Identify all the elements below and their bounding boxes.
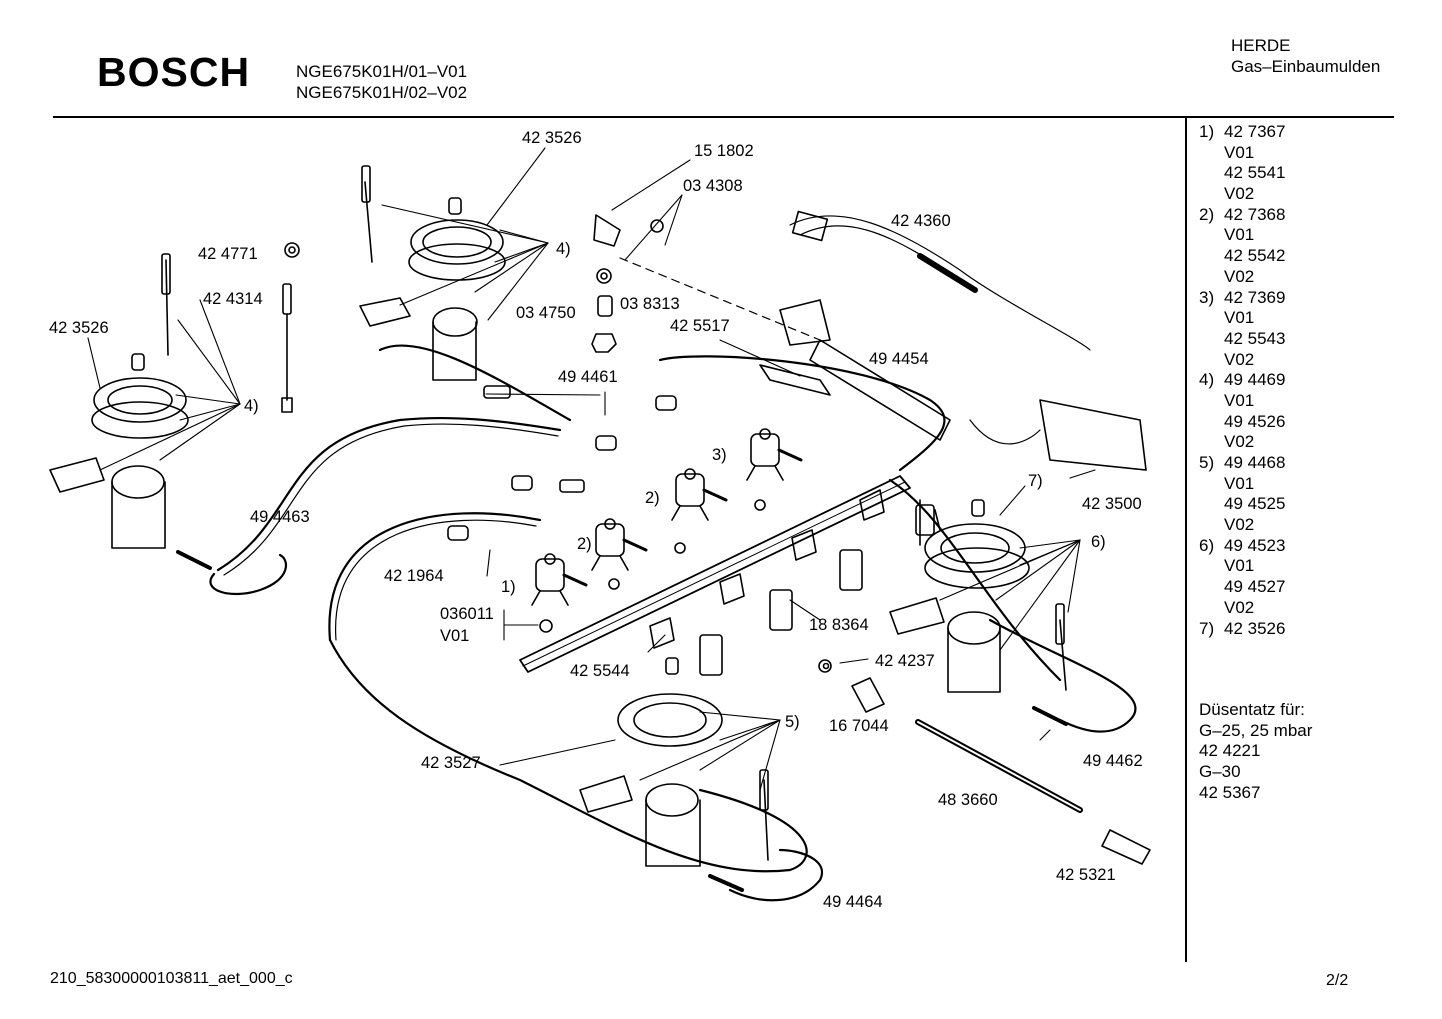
version-label: V01 [440, 627, 469, 645]
nozzle-line: 42 5367 [1199, 782, 1261, 802]
part-label: 03 4308 [683, 177, 743, 195]
part-label: 42 3526 [522, 129, 582, 147]
gas-valves [531, 428, 803, 606]
part-label: 42 4360 [891, 212, 951, 230]
legend-row: 42 5543 [1224, 328, 1286, 348]
legend-row: 3)42 7369 [1199, 287, 1286, 307]
part-label: 42 3500 [1082, 495, 1142, 513]
gas-pipes [209, 344, 1137, 902]
part-label: 16 7044 [829, 717, 889, 735]
nozzle-line: G–25, 25 mbar [1199, 720, 1313, 740]
legend-row: V01 [1224, 556, 1255, 576]
legend-row: V02 [1224, 515, 1255, 535]
subcategory-title: Gas–Einbaumulden [1231, 57, 1381, 76]
part-label: 49 4464 [823, 893, 883, 911]
document-id: 210_58300000103811_aet_000_c [50, 970, 293, 987]
legend-row: 7)42 3526 [1199, 618, 1286, 638]
leader-lines [87, 147, 1096, 791]
nozzle-set-note: Düsentatz für: G–25, 25 mbar 42 4221 G–3… [1199, 700, 1312, 804]
legend-row: 42 5541 [1224, 163, 1286, 183]
legend-row: V02 [1224, 349, 1255, 369]
legend-row: 49 4525 [1224, 494, 1286, 514]
part-label: 49 4454 [869, 350, 929, 368]
model-number-1: NGE675K01H/01–V01 [296, 62, 468, 81]
part-label: 42 4237 [875, 652, 935, 670]
part-label: 42 3527 [421, 754, 481, 772]
part-label: 42 5517 [670, 317, 730, 335]
reference-label: 2) [577, 535, 592, 553]
part-label: 42 5321 [1056, 866, 1116, 884]
gas-manifold-bar [519, 339, 951, 673]
burner-left [49, 253, 293, 549]
legend-row: V01 [1224, 473, 1255, 493]
legend-row: V02 [1224, 266, 1255, 286]
reference-label: 3) [712, 446, 727, 464]
reference-label: 5) [785, 713, 800, 731]
legend-row: 6)49 4523 [1199, 535, 1286, 555]
part-label: 42 4771 [198, 245, 258, 263]
legend-row: V01 [1224, 390, 1255, 410]
thermocouple-and-igniter [176, 550, 1151, 892]
legend-row: V01 [1224, 308, 1255, 328]
category-title: HERDE [1231, 36, 1291, 55]
part-label: 49 4463 [250, 508, 310, 526]
legend-row: 49 4527 [1224, 577, 1286, 597]
exploded-parts-drawing: 42 3526 15 1802 03 4308 42 4360 42 4771 … [49, 129, 1151, 911]
part-label: 18 8364 [809, 616, 869, 634]
page-number: 2/2 [1326, 972, 1349, 989]
reference-legend: 1)42 7367 V01 42 5541 V02 2)42 7368 V01 … [1199, 122, 1285, 639]
legend-row: V02 [1224, 184, 1255, 204]
ignition-harness [649, 210, 1147, 676]
reference-label: 6) [1091, 533, 1106, 551]
pipe-fittings [284, 214, 885, 713]
part-label: 42 3526 [49, 319, 109, 337]
legend-divider [1185, 117, 1187, 962]
brand-logo: BOSCH [97, 49, 251, 95]
part-label: 42 4314 [203, 290, 263, 308]
reference-label: 4) [244, 397, 259, 415]
model-number-2: NGE675K01H/02–V02 [296, 83, 468, 102]
legend-row: 2)42 7368 [1199, 204, 1286, 224]
part-label: 03 8313 [620, 295, 680, 313]
legend-row: 49 4526 [1224, 411, 1286, 431]
part-label: 036011 [440, 605, 494, 623]
legend-row: V02 [1224, 432, 1255, 452]
part-label: 49 4462 [1083, 752, 1143, 770]
legend-row: V01 [1224, 142, 1255, 162]
part-label: 03 4750 [516, 304, 576, 322]
part-label: 49 4461 [558, 368, 618, 386]
part-label: 15 1802 [694, 142, 754, 160]
part-label: 48 3660 [938, 791, 998, 809]
part-label: 42 1964 [384, 567, 444, 585]
reference-label: 4) [556, 240, 571, 258]
legend-row: 4)49 4469 [1199, 370, 1286, 390]
header-rule [53, 116, 1394, 118]
legend-row: 42 5542 [1224, 246, 1286, 266]
legend-row: 5)49 4468 [1199, 453, 1286, 472]
nozzle-line: Düsentatz für: [1199, 700, 1305, 719]
reference-label: 2) [645, 489, 660, 507]
part-label: 42 5544 [570, 662, 630, 680]
nozzle-line: 42 4221 [1199, 741, 1261, 761]
burner-top [359, 165, 506, 381]
legend-row: V02 [1224, 597, 1255, 617]
burner-right [889, 499, 1067, 693]
part-callouts: 42 3526 15 1802 03 4308 42 4360 42 4771 … [49, 129, 1143, 911]
burner-bottom [579, 657, 769, 867]
legend-row: V01 [1224, 225, 1255, 245]
reference-label: 1) [501, 578, 516, 596]
nozzle-line: G–30 [1199, 762, 1241, 782]
legend-row: 1)42 7367 [1199, 122, 1286, 141]
reference-label: 7) [1028, 472, 1043, 490]
